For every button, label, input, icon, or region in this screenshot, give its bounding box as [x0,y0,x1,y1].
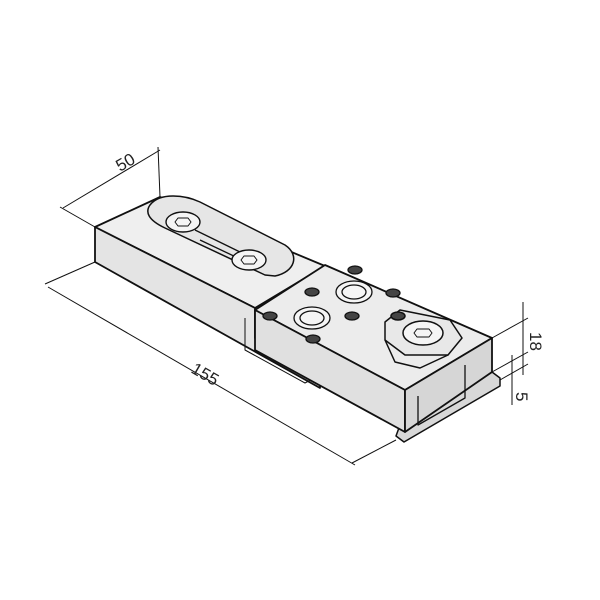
plate-holes [262,265,401,344]
screw-head-icon [165,211,201,233]
dimension-height: 18 5 [491,302,545,405]
dimension-label-base: 5 [512,392,531,401]
slot [147,195,295,277]
clamp-screw-icon [402,320,444,346]
dimension-label-width: 50 [113,150,139,176]
dimension-label-height: 18 [526,332,545,351]
screw-head-icon [231,249,267,271]
clamp [384,309,463,369]
